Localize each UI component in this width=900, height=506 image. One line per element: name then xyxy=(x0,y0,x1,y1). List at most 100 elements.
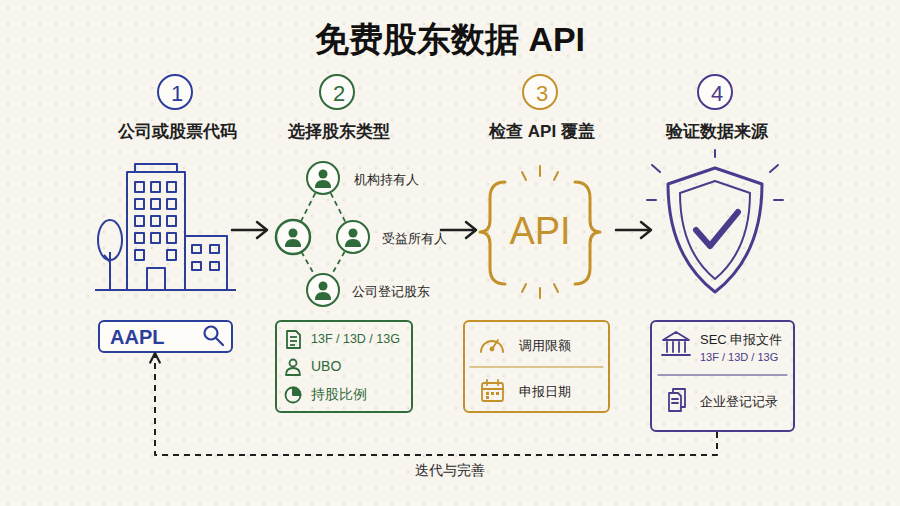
shareholder-network xyxy=(345,229,361,248)
api-braces xyxy=(575,182,600,284)
verification-shield xyxy=(774,199,783,201)
filing-icons xyxy=(286,388,301,403)
step-number: 3 xyxy=(536,82,548,106)
filing-icons xyxy=(287,331,300,348)
search-icon xyxy=(216,338,223,345)
source-icons xyxy=(669,393,681,411)
building-illustration xyxy=(167,199,176,209)
source-icons xyxy=(673,389,685,407)
flow-arrow xyxy=(616,229,650,232)
building-illustration xyxy=(167,216,176,226)
shareholder-network xyxy=(301,252,314,275)
quota-icons xyxy=(481,341,503,352)
building-illustration xyxy=(135,199,144,209)
building-illustration xyxy=(151,233,160,243)
quota-icons xyxy=(482,383,503,401)
shareholder-type: 机构持有人 xyxy=(354,173,419,187)
source-icons xyxy=(672,402,678,404)
registry-item: 企业登记记录 xyxy=(700,395,778,409)
building-illustration xyxy=(109,252,111,290)
verification-shield xyxy=(647,150,783,292)
ticker-symbol: AAPL xyxy=(110,326,164,348)
building-illustration xyxy=(95,289,236,291)
ticker-search-box: AAPL xyxy=(98,320,233,353)
step-number-circle: 1公司或股票代码 xyxy=(157,74,193,110)
connector-group xyxy=(155,193,717,455)
shareholder-network xyxy=(315,170,331,189)
shareholder-network xyxy=(301,193,316,222)
api-braces xyxy=(554,172,558,180)
network-link xyxy=(331,193,346,222)
filing-date-item: 申报日期 xyxy=(519,385,571,399)
quota-icons xyxy=(470,340,603,401)
source-icons xyxy=(658,374,787,375)
building-illustration xyxy=(192,262,201,270)
sec-filings-item: SEC 申报文件 xyxy=(700,333,782,347)
building-illustration xyxy=(167,182,176,192)
filing-types: 13F / 13D / 13G xyxy=(700,351,778,363)
api-braces xyxy=(539,288,541,298)
building-illustration xyxy=(135,250,144,260)
filing-types: 13F / 13D / 13G xyxy=(311,333,400,347)
step-number: 4 xyxy=(711,82,723,106)
shareholder-node: 机构持有人 xyxy=(306,161,340,195)
shareholder-network xyxy=(285,229,301,248)
verification-shield xyxy=(680,181,750,279)
api-braces xyxy=(522,172,526,180)
building-illustration xyxy=(147,268,165,290)
step-number: 2 xyxy=(333,82,345,106)
verification-shield xyxy=(714,150,716,157)
building-illustration xyxy=(192,245,201,253)
verification-shield xyxy=(770,165,778,172)
step-heading: 检查 API 覆盖 xyxy=(489,123,595,142)
verification-shield xyxy=(696,212,738,246)
building-illustration xyxy=(135,233,144,243)
source-icons xyxy=(678,342,680,352)
flow-arrow xyxy=(232,229,266,232)
quota-icons xyxy=(492,340,498,349)
flow-arrow xyxy=(441,229,475,232)
building-illustration xyxy=(135,164,177,172)
flow-arrow xyxy=(232,222,651,238)
search-icon xyxy=(205,327,218,340)
filing-icons xyxy=(293,388,301,396)
shareholder-type: 受益所有人 xyxy=(382,232,447,246)
quota-icons xyxy=(486,392,489,395)
shareholder-network xyxy=(276,170,361,301)
quota-icons xyxy=(486,380,488,385)
api-coverage-box: 调用限额申报日期 xyxy=(463,320,610,413)
verification-shield xyxy=(668,168,762,292)
source-icons xyxy=(662,354,690,356)
source-icons xyxy=(658,332,787,411)
shareholder-network xyxy=(315,282,331,301)
iteration-loop-arrow xyxy=(155,353,717,455)
step-heading: 验证数据来源 xyxy=(666,123,768,142)
diagram-title: 免费股东数据 API xyxy=(315,21,585,58)
flow-arrow xyxy=(466,222,476,238)
ubo-item: UBO xyxy=(311,359,341,374)
building-illustration xyxy=(104,255,110,262)
filing-icons xyxy=(290,344,295,346)
step-heading: 选择股东类型 xyxy=(288,123,390,142)
quota-icons xyxy=(470,366,603,367)
building-illustration xyxy=(135,216,144,226)
verification-shield xyxy=(647,199,656,201)
ownership-item: 持股比例 xyxy=(311,387,367,402)
flow-arrow xyxy=(257,222,267,238)
building-illustration xyxy=(210,245,219,253)
api-braces xyxy=(522,284,526,292)
step-number-circle: 4验证数据来源 xyxy=(697,74,733,110)
building-illustration xyxy=(151,182,160,192)
building-illustration xyxy=(135,182,144,192)
api-label: API xyxy=(509,211,570,253)
step-number: 1 xyxy=(171,82,183,106)
step-number-circle: 2选择股东类型 xyxy=(319,74,355,110)
api-braces xyxy=(554,284,558,292)
source-icons xyxy=(666,342,668,352)
filing-icons xyxy=(286,331,301,403)
data-source-box: SEC 申报文件 13F / 13D / 13G 企业登记记录 xyxy=(650,320,795,432)
filing-icons xyxy=(290,340,297,342)
shareholder-network xyxy=(276,220,310,254)
